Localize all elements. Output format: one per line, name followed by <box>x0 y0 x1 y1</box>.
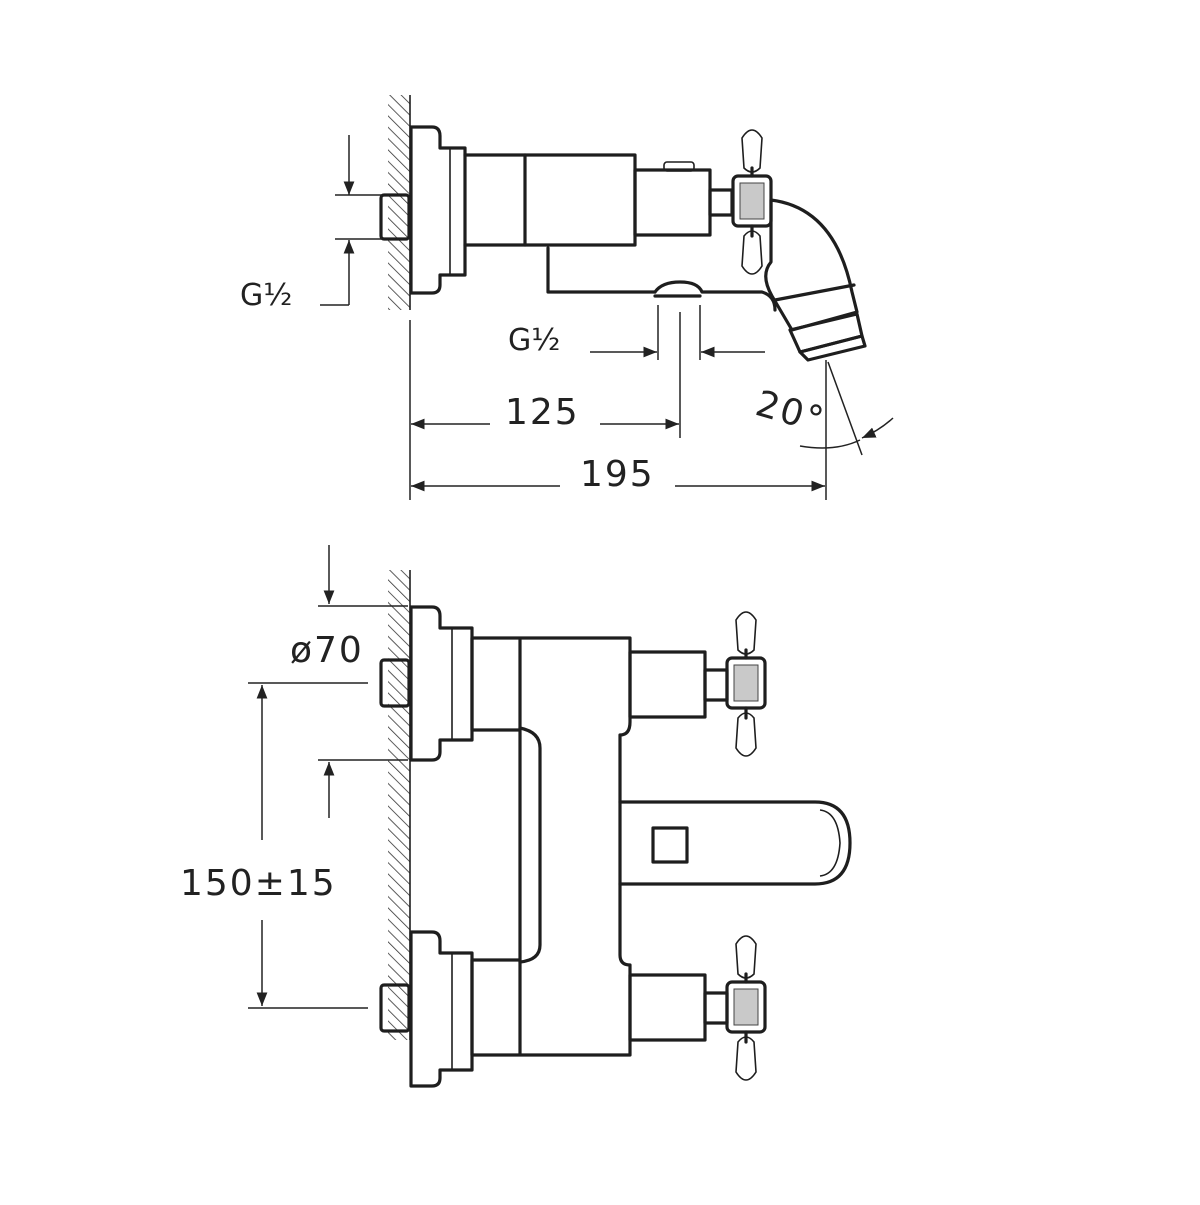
front-handle-upper <box>725 611 767 757</box>
diverter-button <box>651 826 689 864</box>
front-pipe-stub-lower <box>379 983 411 1033</box>
side-body <box>463 153 637 247</box>
wall-hatch-top <box>388 95 411 310</box>
angle-label: 20° <box>751 383 829 442</box>
front-pipe-stub-upper <box>379 658 411 708</box>
dim-angle: 20° <box>751 361 894 456</box>
wall-hatch-bottom <box>388 570 411 1040</box>
front-body <box>470 636 632 1057</box>
dim-thread-wall: G½ <box>240 135 382 313</box>
front-spout <box>618 800 852 886</box>
front-valve-upper <box>628 650 707 719</box>
side-valve-neck <box>633 168 712 237</box>
centers-label: 150±15 <box>180 863 337 904</box>
front-view: ø70 150±15 <box>180 545 852 1088</box>
dim-thread-spout: G½ <box>508 305 765 360</box>
side-escutcheon <box>409 125 467 295</box>
dim-diameter: ø70 <box>290 545 408 818</box>
dim-125: 125 <box>409 312 681 500</box>
diameter-label: ø70 <box>290 630 364 671</box>
front-escutcheon-upper <box>409 605 474 762</box>
side-view: G½ G½ 125 195 <box>240 95 894 500</box>
dim-195: 195 <box>411 360 827 500</box>
front-escutcheon-lower <box>409 930 474 1088</box>
front-valve-lower <box>628 973 707 1042</box>
side-cross-handle <box>731 129 773 275</box>
front-handle-lower <box>725 935 767 1081</box>
side-pipe-stub <box>379 193 411 241</box>
side-diverter-pipe <box>546 246 657 294</box>
dim-centers: 150±15 <box>180 682 368 1009</box>
dim-125-text: 125 <box>505 392 580 433</box>
side-curved-spout <box>764 198 859 332</box>
dim-195-text: 195 <box>580 454 655 495</box>
thread-spout-label: G½ <box>508 323 560 358</box>
thread-wall-label: G½ <box>240 278 292 313</box>
